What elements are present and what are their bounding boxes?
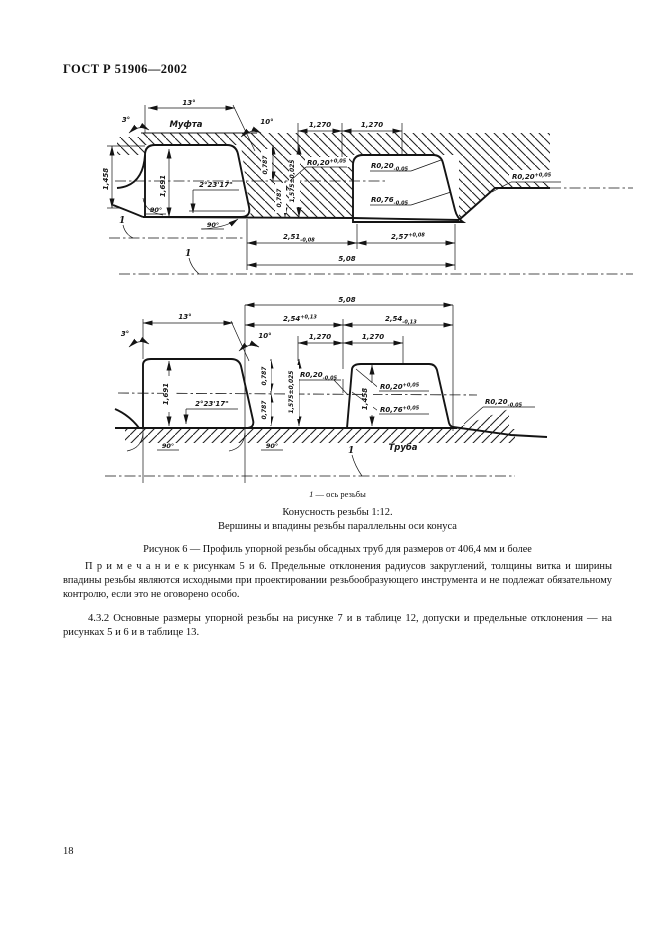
dim-w-groove: 2,51-0,08: [283, 233, 315, 244]
dim-step2: 1,270: [361, 121, 383, 129]
figure-notes: Конусность резьбы 1:12. Вершины и впадин…: [63, 506, 612, 533]
dim-h-total: 1,458: [361, 388, 369, 410]
svg-text:R0,20-0,05: R0,20-0,05: [300, 371, 338, 382]
radius-tooth-top-label: R0,20-0,05: [370, 159, 442, 173]
dim-h-half1: 0,787: [261, 366, 268, 386]
axis-legend-text: — ось резьбы: [315, 489, 366, 499]
axis-ref-2: 1: [185, 249, 191, 259]
dim-half-minus: 2,54-0,13: [385, 315, 417, 326]
axis-ref: 1: [348, 446, 354, 456]
svg-text:R0,20-0,05: R0,20-0,05: [485, 398, 523, 409]
dim-h-half1: 0,787: [262, 155, 269, 175]
dim-angle-load: 3°: [122, 116, 130, 124]
dim-step2: 1,270: [362, 333, 384, 341]
dim-angle-stab: 10°: [258, 332, 271, 340]
dim-angle-included: 13°: [178, 313, 191, 321]
dim-angle-taper: 2°23'17": [195, 400, 229, 408]
dim-h-mid: 1,575±0,025: [288, 371, 295, 414]
axis-legend-ref: 1: [309, 489, 314, 499]
radius-crest-label: R0,20+0,05: [289, 157, 349, 182]
svg-text:R0,20-0,05: R0,20-0,05: [371, 162, 409, 173]
page-number: 18: [63, 846, 74, 857]
axis-ref-1: 1: [119, 216, 125, 226]
dim-angle-sq1: 90°: [162, 442, 174, 450]
svg-text:R0,20+0,05: R0,20+0,05: [512, 173, 552, 182]
radius-tooth-bottom-label: R0,76+0,05: [377, 403, 433, 415]
note-paragraph: П р и м е ч а н и е к рисункам 5 и 6. Пр…: [63, 560, 612, 603]
thread-profile-svg: 13° 3° Муфта 10° 1,270 1,270 1,458 1,69: [102, 99, 633, 483]
note-label: П р и м е ч а н и е: [85, 561, 180, 572]
dim-step1: 1,270: [309, 121, 331, 129]
dim-angle-taper: 2°23'17": [199, 181, 233, 189]
dim-angle-load: 3°: [121, 330, 129, 338]
parallel-note: Вершины и впадины резьбы параллельны оси…: [218, 520, 457, 532]
dim-h-total: 1,458: [102, 168, 110, 190]
dim-h-mid: 1,575±0,025: [289, 160, 296, 203]
dim-h-full: 1,691: [162, 383, 170, 405]
dim-angle-sq2: 90°: [266, 442, 278, 450]
pipe-label: Труба: [388, 442, 417, 453]
dim-angle-stab: 10°: [260, 118, 273, 126]
axis-legend: 1 — ось резьбы: [63, 489, 612, 499]
radius-runout-label: R0,20-0,05: [463, 398, 535, 425]
coupling-profile: 13° 3° Муфта 10° 1,270 1,270 1,458 1,69: [102, 99, 633, 275]
svg-text:R0,20+0,05: R0,20+0,05: [307, 159, 347, 168]
svg-text:R0,76-0,05: R0,76-0,05: [371, 196, 409, 207]
clause-4-3-2: 4.3.2 Основные размеры упорной резьбы на…: [63, 612, 612, 638]
body-text: П р и м е ч а н и е к рисункам 5 и 6. Пр…: [63, 560, 612, 640]
figure-caption: Рисунок 6 — Профиль упорной резьбы обсад…: [143, 544, 532, 555]
dim-angle-included: 13°: [182, 99, 195, 107]
pipe-profile: 5,08 2,54+0,13 2,54-0,13 13° 3° 10° 1,27…: [105, 296, 548, 483]
dim-angle-sq2: 90°: [207, 221, 219, 229]
dim-step1: 1,270: [309, 333, 331, 341]
radius-tooth-bottom-label: R0,76-0,05: [370, 191, 452, 207]
radius-groove-label: R0,20-0,05: [298, 369, 349, 396]
svg-text:R0,20+0,05: R0,20+0,05: [380, 383, 420, 392]
standard-number: ГОСТ Р 51906—2002: [63, 62, 188, 76]
dim-h-half2: 0,787: [261, 400, 268, 420]
figure-6-drawing: 13° 3° Муфта 10° 1,270 1,270 1,458 1,69: [85, 93, 645, 495]
dim-angle-sq1: 90°: [150, 206, 162, 214]
svg-text:R0,76+0,05: R0,76+0,05: [380, 406, 420, 415]
radius-runout-label: R0,20+0,05: [491, 170, 563, 193]
taper-note: Конусность резьбы 1:12.: [282, 507, 393, 518]
dim-pitch: 5,08: [338, 296, 355, 304]
dim-h-half2: 0,787: [276, 188, 283, 208]
dim-w-tooth: 2,57+0,08: [391, 233, 425, 242]
coupling-label: Муфта: [169, 120, 202, 130]
dim-h-full: 1,691: [159, 175, 167, 197]
note-text: к рисункам 5 и 6. Предельные отклонения …: [63, 561, 612, 601]
dim-half-plus: 2,54+0,13: [283, 315, 317, 324]
dim-pitch: 5,08: [338, 255, 355, 263]
